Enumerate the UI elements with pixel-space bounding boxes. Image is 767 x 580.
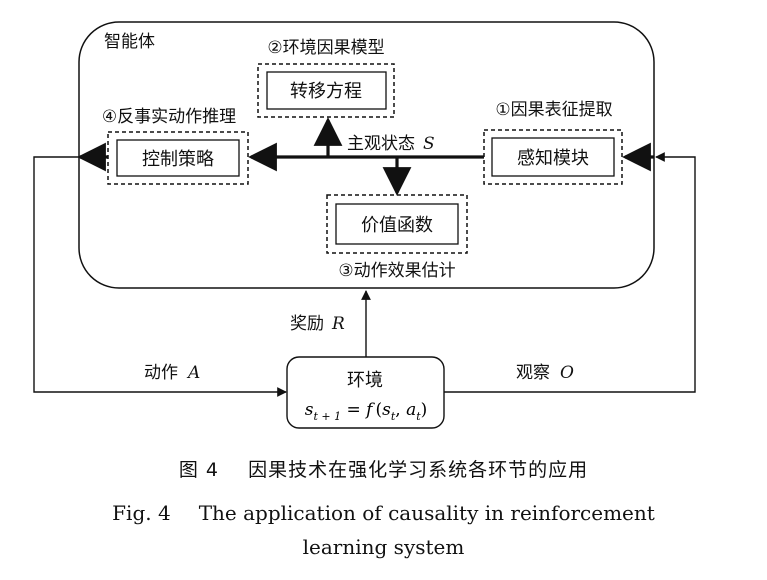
control-module-label: 控制策略 xyxy=(142,149,214,170)
value-module-label: 价值函数 xyxy=(361,215,433,236)
observation-path xyxy=(444,152,696,393)
rl-causality-diagram: 智能体 转移方程 ②环境因果模型 控制策略 ④反事实动作推理 感知模块 ①因果表… xyxy=(33,21,696,429)
perception-module-annotation: ①因果表征提取 xyxy=(495,100,612,120)
figure-number-en: Fig. 4 xyxy=(112,501,171,525)
figure-title-en-line2: learning system xyxy=(302,535,465,559)
value-module-annotation: ③动作效果估计 xyxy=(338,261,455,281)
figure-caption-english: Fig. 4 The application of causality in re… xyxy=(0,496,767,564)
figure-title-cn: 因果技术在强化学习系统各环节的应用 xyxy=(248,459,589,481)
environment-equation: st + 1 = f(st, at) xyxy=(305,400,428,423)
transfer-module-outer xyxy=(257,63,395,118)
figure-caption-chinese: 图 4 因果技术在强化学习系统各环节的应用 xyxy=(0,455,767,482)
transfer-module-label: 转移方程 xyxy=(290,81,362,102)
action-path xyxy=(33,156,287,397)
environment-label: 环境 xyxy=(347,370,383,391)
figure-title-en-line1: The application of causality in reinforc… xyxy=(198,501,655,525)
figure-number-cn: 图 4 xyxy=(178,459,220,481)
agent-label: 智能体 xyxy=(104,32,155,52)
perception-module-label: 感知模块 xyxy=(517,148,589,169)
perception-module-box xyxy=(491,137,615,177)
environment-box xyxy=(286,356,445,429)
transfer-module-annotation: ②环境因果模型 xyxy=(267,38,384,58)
control-module-box xyxy=(116,139,240,177)
value-module-box xyxy=(335,203,459,245)
control-module-annotation: ④反事实动作推理 xyxy=(102,107,236,127)
transfer-module-box xyxy=(266,71,387,110)
